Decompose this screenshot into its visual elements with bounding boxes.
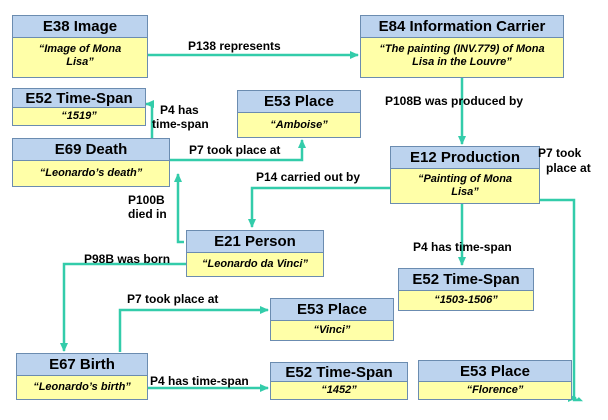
node-type: E21 Person <box>187 231 323 253</box>
edge-label-p98b: P98B was born <box>84 252 171 266</box>
edge-label-p7-production-line1: P7 took <box>538 146 582 160</box>
edge-p7-birth <box>118 306 269 352</box>
node-type: E53 Place <box>238 91 360 113</box>
node-e53-place-vinci: E53 Place “Vinci” <box>270 298 394 341</box>
node-e53-place-amboise: E53 Place “Amboise” <box>237 90 361 138</box>
edge-label-p7-birth: P7 took place at <box>127 292 219 306</box>
node-value: “1452” <box>271 382 407 399</box>
edge-label-p4-production: P4 has time-span <box>413 240 512 254</box>
node-type: E52 Time-Span <box>399 269 533 291</box>
edge-label-p7-production-line2: place at <box>546 161 591 175</box>
node-e52-time-span-1503-1506: E52 Time-Span “1503-1506” <box>398 268 534 311</box>
node-value: “Painting of Mona Lisa” <box>391 169 539 203</box>
node-value: “1519” <box>13 108 145 125</box>
node-e52-time-span-1519: E52 Time-Span “1519” <box>12 88 146 126</box>
node-e21-person: E21 Person “Leonardo da Vinci” <box>186 230 324 277</box>
node-e69-death: E69 Death “Leonardo’s death” <box>12 138 170 187</box>
edge-label-p138: P138 represents <box>188 39 281 53</box>
node-value: “Vinci” <box>271 321 393 340</box>
edge-label-p108b: P108B was produced by <box>385 94 524 108</box>
edge-p98b <box>60 262 186 352</box>
node-e53-place-florence: E53 Place “Florence” <box>418 360 572 400</box>
node-value: “Leonardo da Vinci” <box>187 253 323 276</box>
edge-p4-death <box>145 100 154 152</box>
edge-label-p100b-line1: P100B <box>128 193 165 207</box>
edge-label-p14: P14 carried out by <box>256 170 361 184</box>
node-e52-time-span-1452: E52 Time-Span “1452” <box>270 362 408 400</box>
edge-p14 <box>248 186 390 228</box>
node-value: “Amboise” <box>238 113 360 137</box>
edge-label-p4-birth: P4 has time-span <box>150 374 249 388</box>
edge-p100b <box>174 173 184 244</box>
node-value: “Leonardo’s birth” <box>17 376 147 399</box>
edge-label-p4-death-line2: time-span <box>152 117 209 131</box>
node-type: E84 Information Carrier <box>361 16 563 38</box>
node-type: E52 Time-Span <box>271 363 407 382</box>
node-type: E69 Death <box>13 139 169 161</box>
edge-label-p100b-line2: died in <box>128 207 167 221</box>
node-e67-birth: E67 Birth “Leonardo’s birth” <box>16 353 148 400</box>
node-value: “Image of Mona Lisa” <box>13 38 147 77</box>
node-e12-production: E12 Production “Painting of Mona Lisa” <box>390 146 540 204</box>
node-type: E12 Production <box>391 147 539 169</box>
edge-label-p7-death: P7 took place at <box>189 143 281 157</box>
node-type: E52 Time-Span <box>13 89 145 108</box>
node-type: E53 Place <box>419 361 571 382</box>
node-value: “The painting (INV.779) of Mona Lisa in … <box>361 38 563 77</box>
node-e38-image: E38 Image “Image of Mona Lisa” <box>12 15 148 78</box>
edge-p7-death <box>170 139 306 162</box>
node-value: “1503-1506” <box>399 291 533 310</box>
node-type: E38 Image <box>13 16 147 38</box>
node-value: “Florence” <box>419 382 571 399</box>
node-type: E67 Birth <box>17 354 147 376</box>
edge-label-p4-death-line1: P4 has <box>160 103 199 117</box>
node-value: “Leonardo’s death” <box>13 161 169 186</box>
node-e84-information-carrier: E84 Information Carrier “The painting (I… <box>360 15 564 78</box>
node-type: E53 Place <box>271 299 393 321</box>
